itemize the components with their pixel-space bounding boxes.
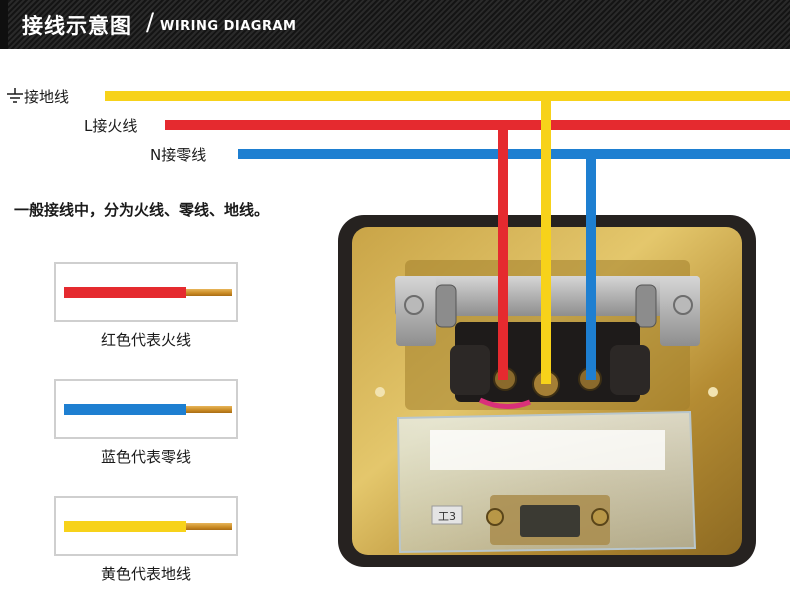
mount-hole-right (708, 387, 718, 397)
marking-text: 工3 (438, 510, 456, 523)
marking-plate (431, 505, 463, 525)
legend-swatch-live (54, 262, 238, 322)
legend-wire-yellow (64, 521, 186, 532)
legend-swatch-neutral (54, 379, 238, 439)
legend-swatch-ground (54, 496, 238, 556)
lower-screw-right (591, 508, 609, 526)
wiring-description: 一般接线中，分为火线、零线、地线。 (14, 201, 270, 219)
neutral-wire-vertical (586, 154, 596, 380)
legend-copper-core (186, 523, 232, 530)
live-wire-vertical (498, 125, 508, 380)
bracket-screw-right (673, 295, 693, 315)
page-title: 接线示意图 (22, 14, 132, 38)
neutral-wire-horizontal (238, 149, 790, 159)
ground-wire-vertical (541, 96, 551, 384)
header-accent (0, 0, 8, 49)
legend-copper-core (186, 406, 232, 413)
pink-insulation (478, 397, 531, 409)
title-separator: / (146, 8, 155, 36)
ground-label-text: 接地线 (24, 88, 70, 106)
header-bar: 接线示意图 / WIRING DIAGRAM (0, 0, 790, 49)
spring-left (435, 284, 457, 328)
spring-right (635, 284, 657, 328)
lower-switch (520, 505, 580, 537)
cover-window (430, 430, 665, 470)
legend-label-live: 红色代表火线 (100, 331, 191, 349)
legend-wire-blue (64, 404, 186, 415)
neutral-wire-label: N接零线 (150, 146, 207, 164)
bracket-screw-left (404, 295, 424, 315)
ground-icon (7, 88, 23, 103)
legend-copper-core (186, 289, 232, 296)
legend-label-ground: 黄色代表地线 (100, 565, 191, 583)
live-wire-horizontal (165, 120, 790, 130)
live-wire-label: L接火线 (84, 117, 138, 135)
terminal-left (450, 345, 490, 395)
lower-screw-left (486, 508, 504, 526)
terminal-right (610, 345, 650, 395)
ground-wire-label: 接地线 (6, 86, 69, 107)
legend-label-neutral: 蓝色代表零线 (100, 448, 191, 466)
mount-hole-left (375, 387, 385, 397)
legend-wire-red (64, 287, 186, 298)
page-subtitle: WIRING DIAGRAM (160, 19, 297, 34)
ground-wire-horizontal (105, 91, 790, 101)
